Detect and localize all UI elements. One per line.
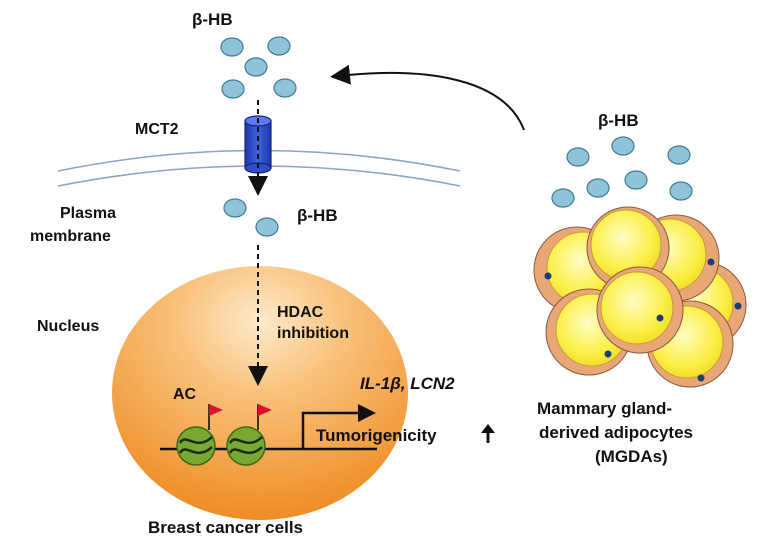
bhb-molecule <box>267 36 291 56</box>
bhb-molecule <box>611 136 635 156</box>
adipocyte <box>596 266 684 354</box>
secretion-arrow <box>330 64 525 131</box>
hdac-label-line2: inhibition <box>277 325 349 342</box>
tumorigenicity-label: Tumorigenicity <box>316 426 437 445</box>
bhb-label-right: β-HB <box>598 111 639 130</box>
nucleosome <box>176 426 216 466</box>
bhb-molecules-inside <box>223 198 279 237</box>
bhb-molecule <box>255 217 279 237</box>
ac-label: AC <box>173 386 197 403</box>
bhb-molecule <box>273 78 297 98</box>
up-arrow-icon <box>481 424 495 443</box>
mgda-label-line2: derived adipocytes <box>539 423 693 442</box>
bhb-molecule <box>223 198 247 218</box>
red-flag-icon <box>208 404 223 430</box>
bhb-molecule <box>624 170 648 190</box>
plasma-membrane-label-line2: membrane <box>30 228 111 245</box>
adipocyte-cluster <box>533 206 747 388</box>
red-flag-icon <box>257 404 272 430</box>
transcription-arrow <box>301 404 376 449</box>
bhb-molecule <box>220 37 244 57</box>
nucleus <box>112 266 408 520</box>
bhb-molecule <box>667 145 691 165</box>
bhb-molecule <box>551 188 575 208</box>
bhb-molecule <box>586 178 610 198</box>
mgda-label-line1: Mammary gland- <box>537 399 672 418</box>
bhb-molecule <box>221 79 245 99</box>
hdac-label-line1: HDAC <box>277 304 324 321</box>
nucleosome <box>226 426 266 466</box>
bhb-molecule <box>244 57 268 77</box>
mgda-label-line3: (MGDAs) <box>595 447 668 466</box>
mct2-label: MCT2 <box>135 121 179 138</box>
bhb-molecules-top <box>220 36 297 99</box>
bhb-molecules-right <box>551 136 693 208</box>
nucleus-label: Nucleus <box>37 318 99 335</box>
genes-label: IL-1β, LCN2 <box>360 374 455 393</box>
bhb-molecule <box>669 181 693 201</box>
plasma-membrane-label-line1: Plasma <box>60 205 116 222</box>
bhb-label-inside: β-HB <box>297 206 338 225</box>
caption-breast-cancer-cells: Breast cancer cells <box>148 518 303 537</box>
bhb-label-top: β-HB <box>192 10 233 29</box>
bhb-molecule <box>566 147 590 167</box>
